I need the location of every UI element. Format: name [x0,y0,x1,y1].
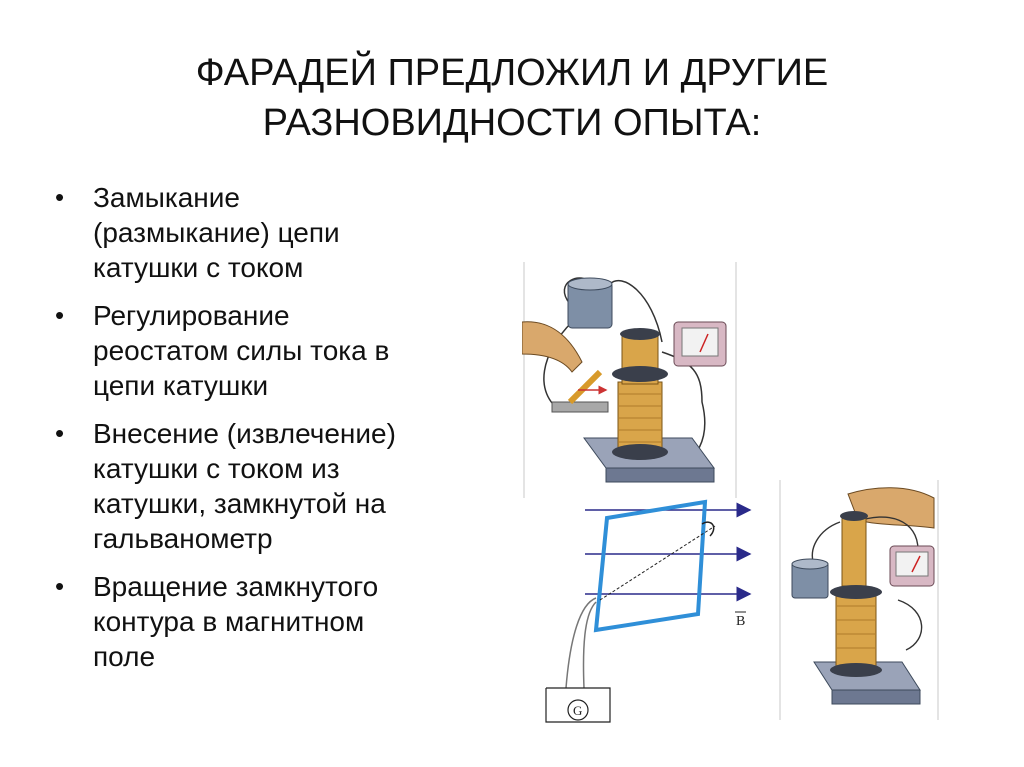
outer-coil-icon [830,585,882,677]
bullet-line: Внесение (извлечение) [93,418,396,449]
wire-loop [593,499,708,633]
inner-coil-icon [840,511,868,587]
bullet-dot: • [55,571,65,601]
title-line-2: РАЗНОВИДНОСТИ ОПЫТА: [262,102,762,144]
bullet-line: Замыкание [93,182,240,213]
lead-wire [582,601,597,689]
bullet-item: • Внесение (извлечение) катушки с током … [55,416,495,556]
lead-wire [565,597,597,689]
hand-icon [522,321,583,373]
coil-insertion-illustration [779,480,939,720]
bullet-item: • Замыкание (размыкание) цепи катушки с … [55,180,495,285]
rotation-arrow [701,521,715,537]
battery-icon [567,277,613,329]
slide-title: ФАРАДЕЙ ПРЕДЛОЖИЛ И ДРУГИЕ РАЗНОВИДНОСТИ… [0,48,1024,148]
bullet-line: (размыкание) цепи [93,217,340,248]
title-line-1: ФАРАДЕЙ ПРЕДЛОЖИЛ И ДРУГИЕ [195,52,829,94]
rotation-axis [599,525,716,601]
bullet-item: • Вращение замкнутого контура в магнитно… [55,569,495,674]
bullet-line: контура в магнитном [93,606,365,637]
bullet-dot: • [55,418,65,448]
coil-switch-illustration [522,262,737,498]
bullet-line: Регулирование [93,300,290,331]
galvanometer-symbol [567,699,589,721]
battery-icon [791,558,829,599]
bullet-dot: • [55,182,65,212]
bullet-line: поле [93,641,156,672]
bullet-line: гальванометр [93,523,273,554]
galvanometer-icon [673,321,727,367]
bullet-dot: • [55,300,65,330]
bullet-line: цепи катушки [93,370,269,401]
switch-icon [551,369,609,413]
galvanometer-box: G [545,687,611,723]
bullet-line: катушки с током [93,252,304,283]
bullet-item: • Регулирование реостатом силы тока в це… [55,298,495,403]
field-label: B [736,614,745,629]
bullet-list: • Замыкание (размыкание) цепи катушки с … [55,180,495,687]
galvanometer-icon [889,545,935,587]
bullet-line: катушки, замкнутой на [93,488,386,519]
bullet-line: катушки с током из [93,453,340,484]
galvanometer-label: G [573,703,582,718]
rotating-loop-diagram: B G [545,499,752,723]
coil-icon [612,328,668,460]
bullet-line: Вращение замкнутого [93,571,379,602]
bullet-line: реостатом силы тока в [93,335,390,366]
